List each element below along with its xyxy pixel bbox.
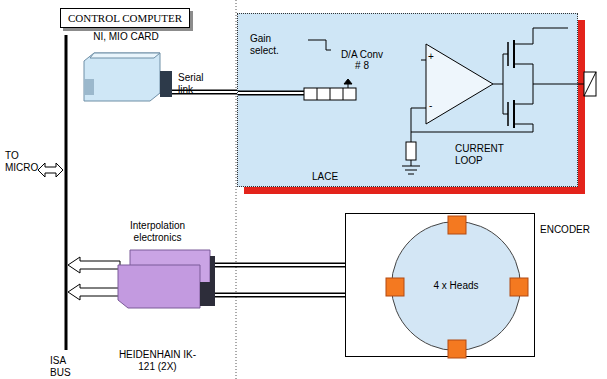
cable-inner [215, 294, 345, 296]
drawing-stroke [533, 84, 584, 85]
drawing-stroke [90, 53, 160, 58]
drawing-stroke [238, 91, 304, 96]
encoder-disc: 4 x Heads [391, 221, 521, 351]
node-text: CONTROL COMPUTER [68, 12, 182, 25]
drawing-stroke [348, 84, 349, 88]
node-text: NI, MIO CARD [93, 31, 159, 43]
node-text: ENCODER [540, 224, 590, 236]
driver-board: LACE D/A Conv # 8 [237, 13, 578, 187]
cable-inner [215, 264, 345, 266]
drawing-stroke [411, 108, 426, 132]
hollow-arrow [68, 284, 120, 300]
encoder-card: Interpolation electronicsHEIDENHAIN IK-1… [100, 220, 215, 372]
drawing-stroke [317, 88, 343, 100]
encoder-frame: ENCODER 4 x Heads [345, 213, 535, 357]
drawing-stroke [386, 278, 404, 296]
pin-label: + [428, 51, 434, 63]
loop-label: CURRENT LOOP [455, 143, 504, 166]
node-text: LACE [312, 171, 338, 183]
drawing-stroke [84, 53, 160, 101]
hollow-arrow [68, 257, 120, 273]
drawing-stroke [493, 54, 508, 114]
drawing-stroke [84, 79, 94, 95]
drawing-stroke [513, 40, 515, 128]
drawing-stroke [308, 40, 331, 50]
drawing-stroke [304, 88, 356, 100]
edge-label: Serial link [178, 72, 204, 95]
drawing-stroke [344, 79, 352, 84]
drawing-stroke [507, 42, 509, 126]
computer-box: CONTROL COMPUTER [60, 8, 190, 28]
drawing-stroke [584, 72, 596, 96]
drawing-stroke [510, 278, 528, 296]
interface-card: NI, MIO CARD [80, 31, 172, 103]
node-text: D/A Conv # 8 [337, 49, 387, 72]
drawing-stroke [448, 340, 466, 358]
node-text: Interpolation electronics [118, 220, 198, 243]
cable-connector [215, 295, 345, 296]
circuit-drawing [238, 14, 577, 186]
drawing-stroke [514, 28, 568, 44]
double-arrow [38, 163, 63, 177]
drawing-stroke [402, 160, 420, 174]
node-text: HEIDENHAIN IK-121 (2X) [118, 349, 198, 372]
cable-outer [215, 293, 345, 298]
drawing-stroke [118, 265, 200, 308]
drawing-stroke [421, 60, 426, 61]
drawing-stroke [238, 92, 304, 94]
cable-connector [215, 265, 345, 266]
drawing-stroke [426, 44, 493, 124]
pin-label: - [429, 100, 432, 112]
drawing-stroke [514, 64, 533, 104]
drawing-stroke [406, 142, 416, 160]
bus-label: TO MICRO [5, 150, 38, 173]
dac-block: D/A Conv # 8 [331, 42, 421, 78]
drawing-stroke [584, 72, 596, 96]
drawing-stroke [210, 256, 215, 282]
drawing-stroke [200, 282, 215, 306]
bus-label: ISA BUS [50, 355, 71, 378]
cable-outer [215, 263, 345, 268]
drawing-stroke [448, 216, 466, 234]
bus-line [65, 35, 68, 350]
drawing-stroke [160, 71, 172, 97]
node-text: 4 x Heads [433, 280, 478, 292]
signal-label: Gain select. [250, 33, 279, 56]
drawing-stroke [411, 124, 533, 142]
